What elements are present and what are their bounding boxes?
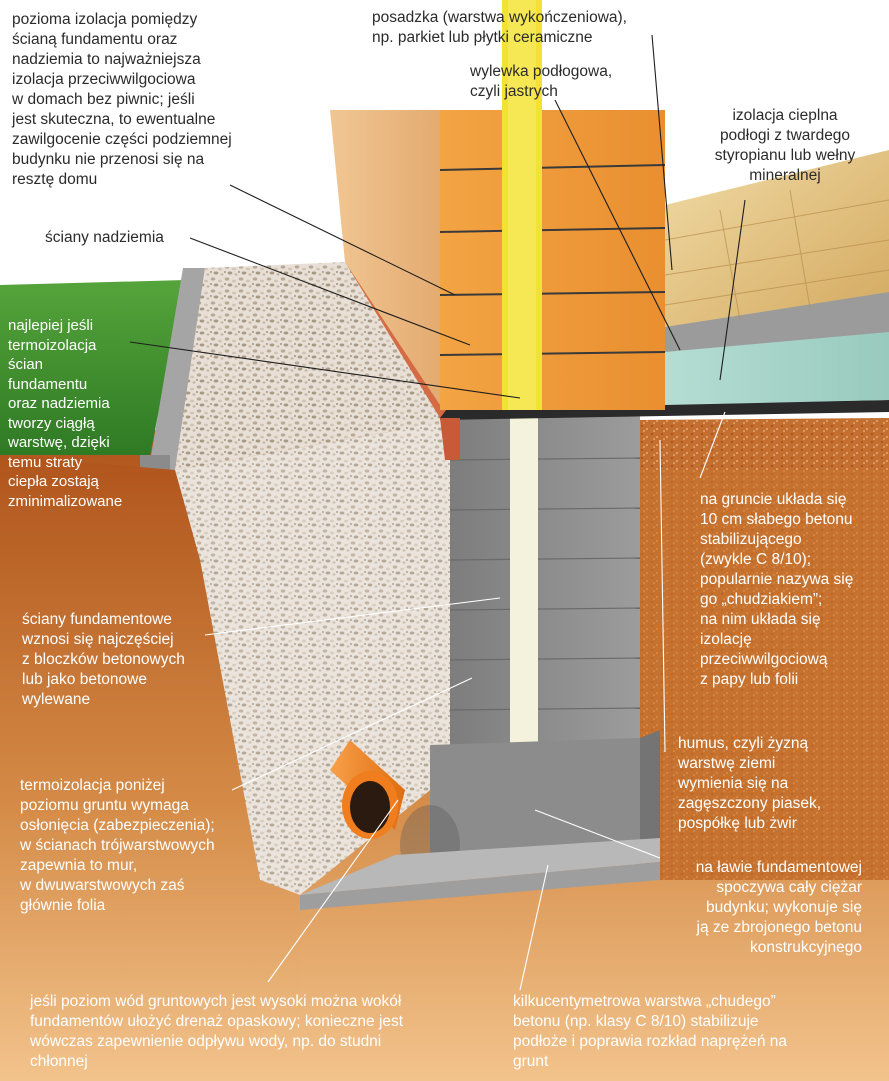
label-floor-insulation: izolacja cieplna podłogi z twardego styr… <box>714 107 856 184</box>
label-flooring: posadzka (warstwa wykończeniowa), np. pa… <box>372 9 627 46</box>
label-foundation-walls: ściany fundamentowe wznosi się najczęści… <box>22 611 185 708</box>
label-above-ground-walls: ściany nadziemia <box>45 229 164 246</box>
label-below-ground-insulation: termoizolacja poniżej poziomu gruntu wym… <box>20 777 215 914</box>
label-humus: humus, czyli żyzną warstwę ziemi wymieni… <box>678 735 822 832</box>
label-screed: wylewka podłogowa, czyli jastrych <box>470 63 613 100</box>
label-continuous-insulation: najlepiej jeśli termoizolacja ścian fund… <box>8 317 123 510</box>
label-lean-concrete-layer: kilkucentymetrowa warstwa „chudego” beto… <box>513 993 788 1070</box>
label-wall-floor-insulation: pozioma izolacja pomiędzy ścianą fundame… <box>12 11 232 188</box>
drainage-pipe <box>330 740 405 839</box>
label-footing: na ławie fundamentowej spoczywa cały cię… <box>695 859 862 956</box>
label-lean-concrete-base: na gruncie układa się 10 cm słabego beto… <box>700 491 854 688</box>
label-drainage: jeśli poziom wód gruntowych jest wysoki … <box>30 993 404 1070</box>
